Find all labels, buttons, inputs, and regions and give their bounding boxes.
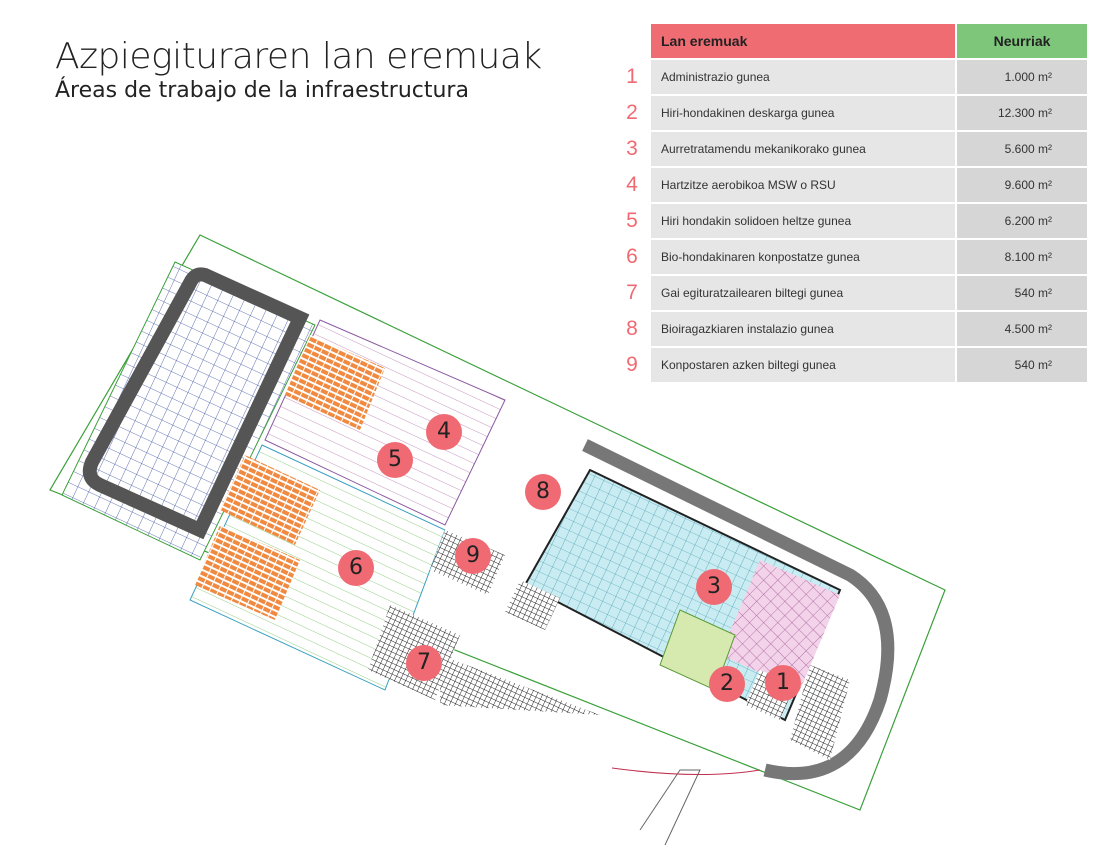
admin-pink <box>720 560 840 690</box>
row-area: Konpostaren azken biltegi gunea <box>651 348 955 382</box>
row-area: Hiri hondakin solidoen heltze gunea <box>651 204 955 238</box>
area-marker-8: 8 <box>525 474 561 510</box>
page-title: Azpiegituraren lan eremuak <box>55 36 542 77</box>
area-marker-7: 7 <box>406 645 442 681</box>
work-areas-table: Lan eremuak Neurriak 1 Administrazio gune… <box>612 22 1087 384</box>
site-boundary <box>49 234 946 811</box>
row-size: 5.600 m² <box>955 132 1087 166</box>
row-size: 8.100 m² <box>955 240 1087 274</box>
row-area: Aurretratamendu mekanikorako gunea <box>651 132 955 166</box>
row-area: Bioiragazkiaren instalazio gunea <box>651 312 955 346</box>
row-size: 4.500 m² <box>955 312 1087 346</box>
row-area: Gai egituratzailearen biltegi gunea <box>651 276 955 310</box>
row-number: 4 <box>626 173 638 196</box>
row-size: 12.300 m² <box>955 96 1087 130</box>
row-size: 540 m² <box>955 348 1087 382</box>
row-area: Bio-hondakinaren konpostatze gunea <box>651 240 955 274</box>
hatched-2 <box>505 580 560 630</box>
orange-rows-3 <box>195 525 300 620</box>
compost-field-border <box>82 267 310 540</box>
row-number: 3 <box>626 137 638 160</box>
row-number: 7 <box>626 281 638 304</box>
area-marker-4: 4 <box>426 414 462 450</box>
area-marker-5: 5 <box>377 442 413 478</box>
row-area: Hiri-hondakinen deskarga gunea <box>651 96 955 130</box>
orange-rows-1 <box>285 335 385 430</box>
row-size: 9.600 m² <box>955 168 1087 202</box>
area-marker-1: 1 <box>765 665 801 701</box>
table-header: Lan eremuak Neurriak <box>612 24 1087 58</box>
row-number: 5 <box>626 209 638 232</box>
row-number: 8 <box>626 317 638 340</box>
row-size: 6.200 m² <box>955 204 1087 238</box>
row-number: 2 <box>626 101 638 124</box>
area-marker-3: 3 <box>696 569 732 605</box>
row-number: 1 <box>626 65 638 88</box>
row-area: Hartzitze aerobikoa MSW o RSU <box>651 168 955 202</box>
hatched-triangle <box>440 655 600 715</box>
orange-rows-2 <box>220 455 320 545</box>
row-size: 1.000 m² <box>955 60 1087 94</box>
entrance <box>639 769 701 846</box>
row-number: 9 <box>626 353 638 376</box>
row-size: 540 m² <box>955 276 1087 310</box>
area-marker-9: 9 <box>455 538 491 574</box>
hatched-3 <box>790 665 850 760</box>
page-subtitle: Áreas de trabajo de la infraestructura <box>55 78 469 103</box>
row-number: 6 <box>626 245 638 268</box>
area-marker-6: 6 <box>338 550 374 586</box>
access-road <box>582 439 895 781</box>
area-marker-2: 2 <box>709 666 745 702</box>
header-area: Lan eremuak <box>651 24 955 58</box>
header-size: Neurriak <box>955 24 1087 58</box>
row-area: Administrazio gunea <box>651 60 955 94</box>
